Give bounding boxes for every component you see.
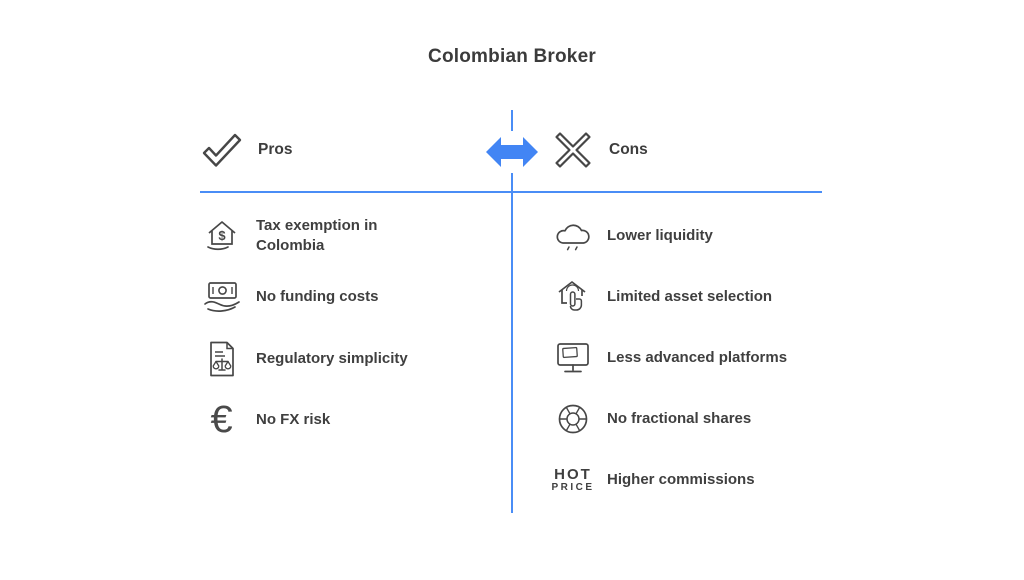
- pros-item-label: No funding costs: [256, 287, 379, 305]
- page-title: Colombian Broker: [428, 46, 596, 67]
- cloud-icon: [549, 218, 597, 254]
- pros-item-label: Regulatory simplicity: [256, 349, 408, 367]
- pros-header: Pros: [198, 127, 292, 173]
- cons-item-higher-commissions: HOT PRICE Higher commissions: [549, 457, 755, 503]
- cons-item-no-fractional-shares: No fractional shares: [549, 396, 751, 442]
- cons-item-label: Less advanced platforms: [607, 348, 788, 366]
- cons-item-label: No fractional shares: [607, 409, 752, 427]
- swap-arrow-icon: [486, 131, 538, 173]
- x-icon: [549, 130, 597, 170]
- monitor-icon: [549, 339, 597, 377]
- cons-item-less-advanced-platforms: Less advanced platforms: [549, 335, 787, 381]
- pros-label: Pros: [258, 141, 293, 158]
- cons-item-label: Higher commissions: [607, 470, 755, 488]
- svg-text:$: $: [218, 228, 226, 243]
- pros-item-no-funding-costs: No funding costs: [198, 274, 379, 320]
- check-icon: [198, 130, 246, 170]
- pros-item-regulatory-simplicity: Regulatory simplicity: [198, 336, 408, 382]
- cons-item-lower-liquidity: Lower liquidity: [549, 213, 713, 259]
- euro-icon: €: [210, 399, 234, 441]
- cash-hand-icon: [198, 277, 246, 317]
- pros-item-label: Tax exemption in Colombia: [256, 216, 378, 254]
- vertical-divider-line: [511, 110, 513, 513]
- horizontal-divider-line: [200, 191, 822, 193]
- cons-item-limited-asset-selection: Limited asset selection: [549, 274, 772, 320]
- house-select-icon: [549, 277, 597, 317]
- pros-item-label: No FX risk: [256, 410, 331, 428]
- donut-chart-icon: [549, 399, 597, 439]
- tax-house-icon: $: [198, 216, 246, 256]
- cons-label: Cons: [609, 141, 648, 158]
- hot-price-line1: HOT: [554, 465, 592, 483]
- cons-header: Cons: [549, 127, 648, 173]
- document-scales-icon: [198, 339, 246, 379]
- hot-price-icon: HOT PRICE: [549, 467, 597, 493]
- cons-item-label: Limited asset selection: [607, 287, 773, 305]
- pros-item-no-fx-risk: € No FX risk: [198, 397, 330, 443]
- pros-item-tax-exemption: $ Tax exemption in Colombia: [198, 209, 406, 263]
- cons-item-label: Lower liquidity: [607, 226, 713, 244]
- hot-price-line2: PRICE: [551, 481, 595, 493]
